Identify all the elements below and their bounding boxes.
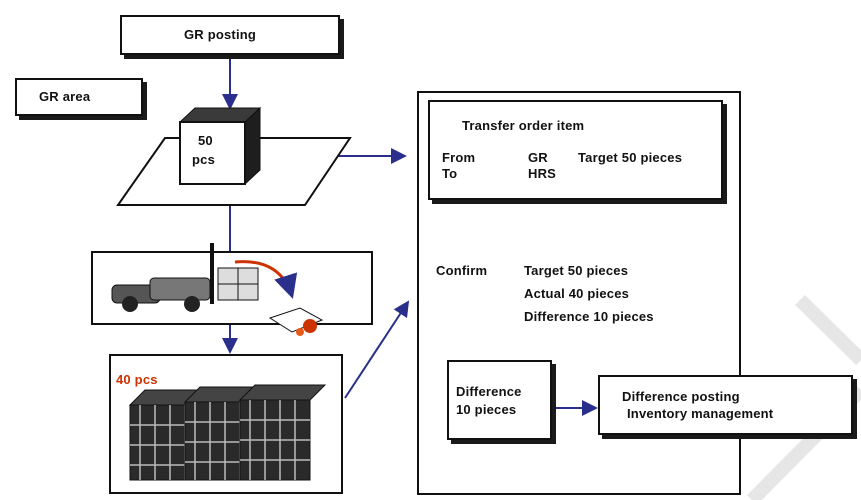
difference-posting-line1: Difference posting <box>622 389 740 404</box>
difference-line1: Difference <box>456 384 522 399</box>
to-value: HRS <box>528 166 557 181</box>
gr-area-label: GR area <box>39 89 91 104</box>
fallen-pallet-icon <box>268 307 324 336</box>
from-label: From <box>442 150 476 165</box>
transfer-order-item-box: Transfer order item From To GR HRS Targe… <box>428 100 723 200</box>
confirm-actual: Actual 40 pieces <box>524 286 630 301</box>
arrow-storage-to-confirm <box>344 300 410 399</box>
storage-qty: 40 pcs <box>116 372 158 387</box>
gr-area-box: GR area <box>15 78 143 116</box>
pallet-qty: 50 <box>198 133 213 148</box>
pallet-box-icon <box>178 106 262 186</box>
transfer-order-title: Transfer order item <box>462 118 585 133</box>
difference-posting-box: Difference posting Inventory management <box>598 375 853 435</box>
confirm-target: Target 50 pieces <box>524 263 629 278</box>
shelf-rack-icons <box>128 384 327 481</box>
difference-box: Difference 10 pieces <box>447 360 552 440</box>
gr-posting-label: GR posting <box>184 27 257 42</box>
falling-arrow-icon <box>234 260 298 299</box>
forklift-icon <box>111 243 259 312</box>
from-value: GR <box>528 150 548 165</box>
confirm-difference: Difference 10 pieces <box>524 309 654 324</box>
transfer-order-frame <box>417 91 741 495</box>
pallet-unit: pcs <box>192 152 216 167</box>
target-quantity: Target 50 pieces <box>578 150 683 165</box>
confirm-label: Confirm <box>436 263 488 278</box>
to-label: To <box>442 166 458 181</box>
difference-posting-line2: Inventory management <box>627 406 774 421</box>
gr-posting-box: GR posting <box>120 15 340 55</box>
difference-line2: 10 pieces <box>456 402 517 417</box>
